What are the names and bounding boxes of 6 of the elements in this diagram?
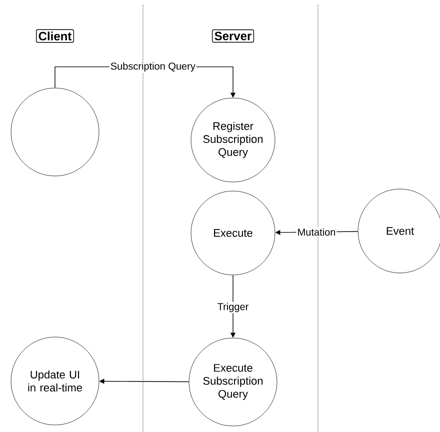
lane-header: Server: [212, 29, 254, 43]
lane-header: Client: [36, 29, 74, 43]
edge-label: Mutation: [296, 227, 337, 237]
edge-label: Trigger: [216, 302, 250, 314]
empty-circle: [10, 88, 100, 176]
edge-label: Subscription Query: [109, 61, 196, 73]
